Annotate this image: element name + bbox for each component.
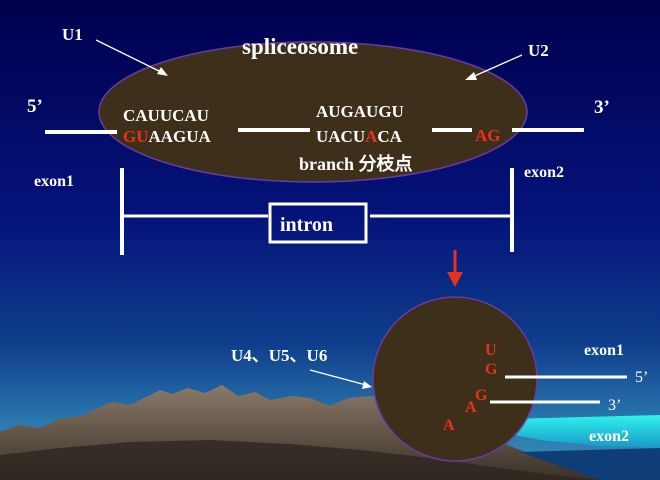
seq-ca: CA	[377, 127, 402, 146]
u1-arrow-head	[157, 67, 168, 76]
u456-label: U4、U5、U6	[231, 346, 327, 365]
spliceosome-label: spliceosome	[242, 34, 358, 59]
spliceosome-circle	[372, 296, 538, 462]
seq-gu-red: GU	[123, 127, 149, 146]
exon1-label: exon1	[34, 173, 74, 190]
five-prime-bottom-label: 5’	[635, 369, 648, 386]
a-red-label-2: A	[443, 417, 455, 434]
seq-guaagua: GUAAGUA	[123, 127, 212, 146]
exon2-label: exon2	[524, 164, 564, 181]
u2-arrow-line	[469, 54, 523, 79]
mountain-shadow	[0, 440, 600, 480]
u2-label: U2	[528, 41, 549, 60]
intron-box	[268, 202, 368, 244]
three-prime-label: 3’	[594, 97, 610, 118]
spliceosome-blob	[98, 41, 528, 183]
exon1-bottom-label: exon1	[584, 342, 624, 359]
u456-arrow-head	[362, 381, 372, 389]
seq-uacuaca: UACUACA	[316, 127, 403, 146]
five-prime-label: 5’	[27, 96, 43, 117]
seq-branch-a-red: A	[365, 127, 378, 146]
three-prime-bottom-label: 3’	[608, 397, 621, 414]
u2-arrow-head	[465, 72, 477, 80]
seq-augaugu: AUGAUGU	[316, 102, 404, 121]
a-red-label-1: A	[465, 399, 477, 416]
u1-label: U1	[62, 25, 83, 44]
g-red-label-1: G	[485, 361, 498, 378]
g-red-label-2: G	[475, 387, 488, 404]
seq-ag-red: AG	[475, 126, 501, 145]
u456-arrow-line	[309, 369, 367, 386]
intron-label: intron	[280, 214, 333, 236]
u1-arrow-line	[95, 39, 164, 74]
down-arrow-head	[447, 272, 463, 287]
u-red-label: U	[485, 342, 497, 359]
exon2-bottom-label: exon2	[589, 428, 629, 445]
water-dark	[520, 448, 660, 480]
seq-cauucau: CAUUCAU	[123, 106, 209, 125]
seq-aagua: AAGUA	[149, 127, 212, 146]
branch-label: branch 分枝点	[299, 153, 413, 174]
seq-uacu: UACU	[316, 127, 365, 146]
